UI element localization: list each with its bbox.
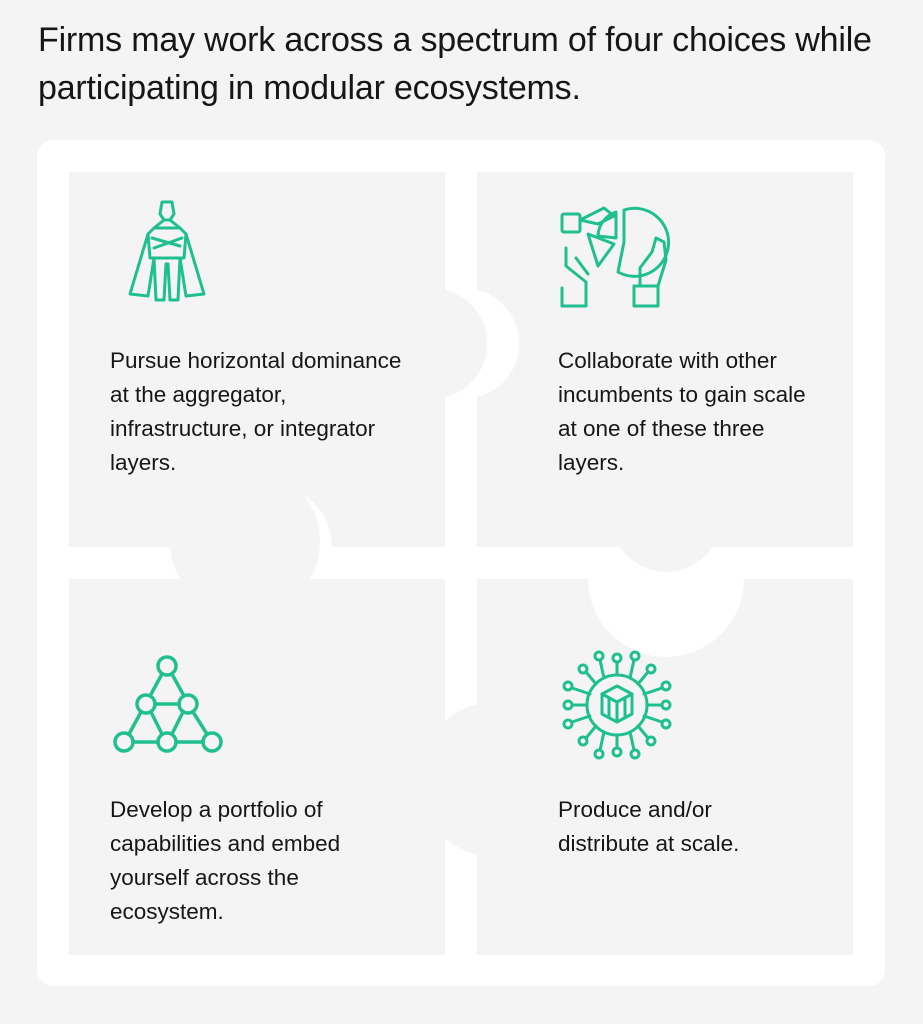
choice-text-produce-distribute: Produce and/or distribute at scale. — [558, 797, 740, 856]
choice-text-portfolio: Develop a portfolio of capabilities and … — [110, 797, 341, 924]
choice-text-collaborate: Collaborate with other incumbents to gai… — [558, 348, 806, 475]
network-triangle-icon — [113, 655, 223, 753]
choice-text-horizontal-dominance: Pursue horizontal dominance at the aggre… — [110, 348, 402, 475]
puzzle-tab-bottom-left — [386, 704, 445, 855]
superhero-icon — [128, 200, 206, 302]
puzzle-piece-top-left — [69, 172, 488, 547]
page-title: Firms may work across a spectrum of four… — [38, 21, 872, 107]
distribution-hub-icon — [562, 650, 672, 760]
puzzle-piece-bottom-right — [418, 579, 853, 955]
collaboration-pie-icon — [560, 206, 671, 308]
puzzle-piece-bottom-left — [69, 466, 445, 955]
puzzle-piece-top-right — [477, 172, 853, 572]
